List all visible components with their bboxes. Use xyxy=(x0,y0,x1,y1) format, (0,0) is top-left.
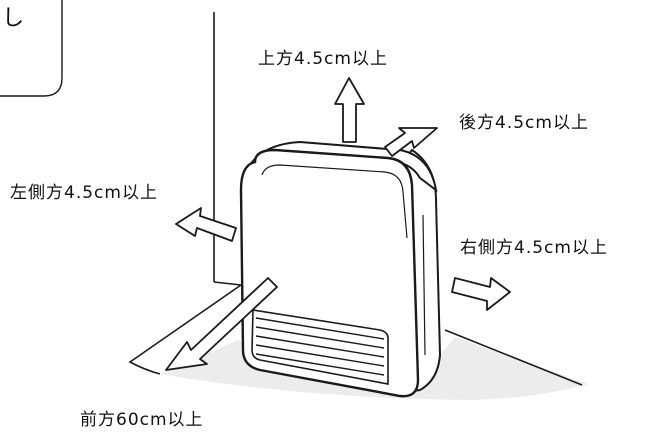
floor-left-edge xyxy=(128,284,242,375)
label-front-clearance: 前方60cm以上 xyxy=(80,410,204,430)
callout-box xyxy=(0,0,63,97)
heater-front xyxy=(239,148,420,398)
arrow-back-icon xyxy=(384,127,438,157)
label-right-clearance: 右側方4.5cm以上 xyxy=(460,238,608,258)
label-left-clearance: 左側方4.5cm以上 xyxy=(10,183,158,203)
arrow-right-icon xyxy=(451,277,511,311)
heater-side-crease xyxy=(422,214,426,356)
floor-corner-line xyxy=(213,281,242,286)
callout-text: し xyxy=(2,6,25,31)
floor-right-edge xyxy=(444,329,583,386)
arrow-up-icon xyxy=(334,77,365,143)
arrow-front-icon xyxy=(165,277,278,371)
heater-grille xyxy=(251,309,389,385)
label-top-clearance: 上方4.5cm以上 xyxy=(258,49,388,69)
arrow-left-icon xyxy=(175,207,237,242)
label-back-clearance: 後方4.5cm以上 xyxy=(459,113,589,133)
heater-panel-edge xyxy=(261,164,408,239)
